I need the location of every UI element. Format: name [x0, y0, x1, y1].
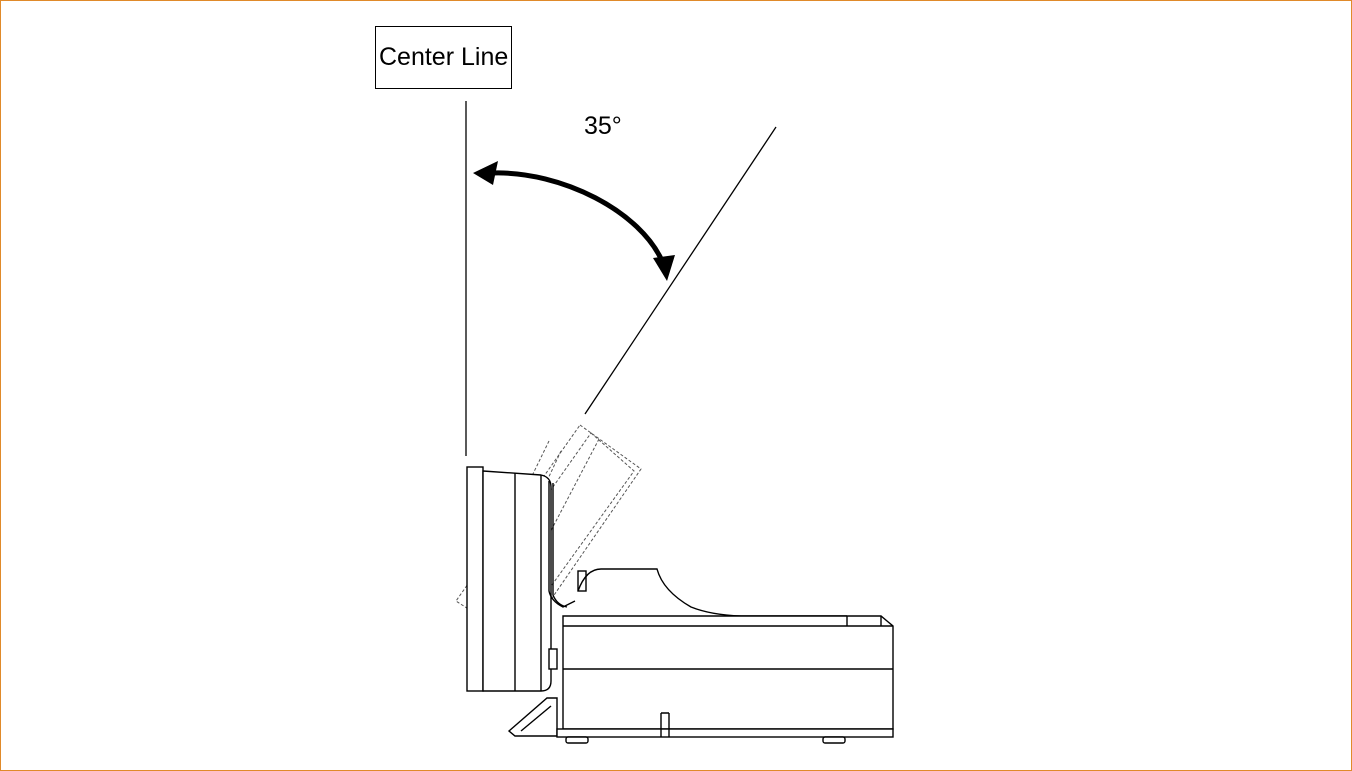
angle-arc-arrow	[473, 161, 675, 281]
angle-label: 35°	[584, 112, 622, 140]
scale-body	[556, 568, 894, 744]
center-line-label: Center Line	[375, 26, 513, 89]
display-base-stand	[507, 648, 558, 737]
tilt-line	[584, 126, 777, 415]
upright-display	[466, 466, 552, 692]
display-stem	[548, 481, 576, 608]
